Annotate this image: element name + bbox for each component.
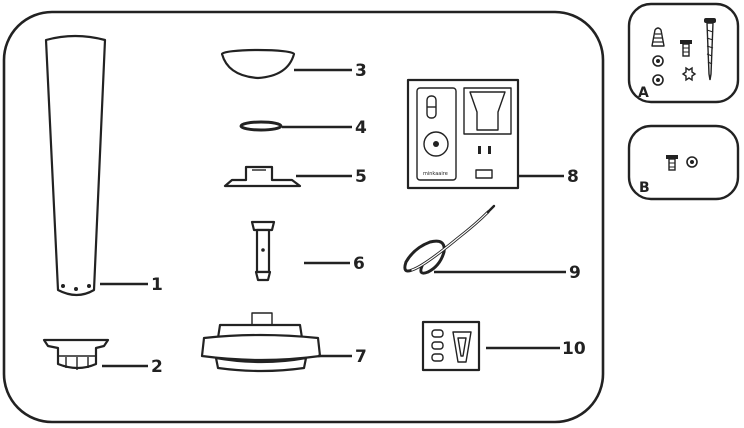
callout-9: 9 [569,263,581,283]
wire-cable-icon [403,204,496,275]
remote-control-kit-icon: minkaaire [406,78,520,190]
canopy-cover-icon [220,48,296,80]
washer-icon [686,156,698,168]
blade-holder-icon [42,338,110,370]
callout-7: 7 [355,347,367,367]
hardware-bag-b-label: B [639,180,650,196]
motor-housing-icon [200,312,322,373]
screw-icon [666,155,678,171]
callout-6: 6 [353,254,365,274]
washer-icon [652,55,664,86]
wall-plate-icon [421,320,481,372]
callout-3: 3 [355,61,367,81]
mounting-bracket-icon [223,165,302,188]
hardware-bag-a-contents [651,18,716,86]
fan-blade-icon [44,34,107,297]
screw-icon [680,40,692,57]
hardware-bag-a-label: A [638,85,649,101]
callout-1: 1 [151,275,163,295]
callout-4: 4 [355,118,367,138]
callout-10: 10 [562,339,586,359]
callout-8: 8 [567,167,579,187]
hardware-bag-b-contents [666,155,698,171]
callout-5: 5 [355,167,367,187]
hardware-bag-b-panel [627,124,740,201]
canopy-ring-icon [239,120,283,132]
lock-washer-icon [681,66,697,82]
downrod-icon [250,220,276,282]
wire-nut-icon [651,27,665,47]
callout-2: 2 [151,357,163,377]
long-screw-icon [704,18,716,81]
remote-brand-text: minkaaire [423,171,448,177]
